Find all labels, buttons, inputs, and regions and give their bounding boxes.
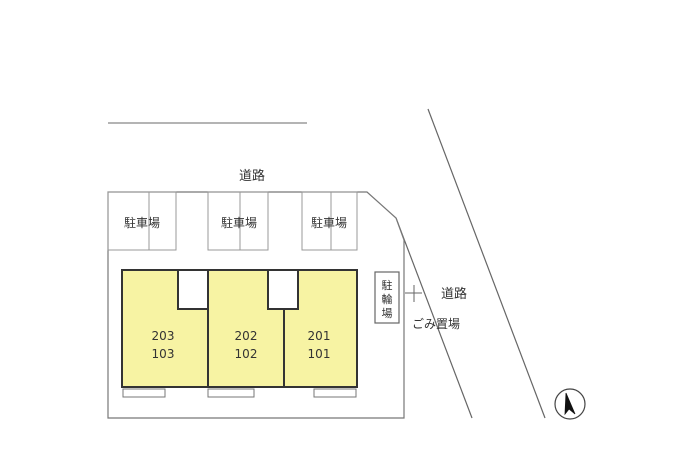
unit-label-102: 102 — [235, 347, 258, 361]
road-label-top: 道路 — [239, 168, 265, 184]
entry-step-1 — [122, 388, 166, 398]
parking-label-2: 駐車場 — [221, 215, 257, 230]
notch-2 — [267, 269, 299, 310]
garbage-area-marker — [405, 285, 422, 302]
parking-label-1: 駐車場 — [124, 215, 160, 230]
bicycle-label-2: 輪 — [382, 292, 393, 306]
notch-1 — [177, 269, 209, 310]
entry-step-2 — [207, 388, 255, 398]
parking-label-3: 駐車場 — [311, 215, 347, 230]
road-label-right: 道路 — [441, 286, 467, 302]
north-arrow-icon — [554, 388, 586, 420]
road-edge-right — [395, 217, 473, 419]
building — [121, 269, 358, 388]
bicycle-parking: 駐 輪 場 — [374, 271, 400, 324]
bicycle-label-1: 駐 — [382, 278, 393, 292]
parking-area-3: 駐車場 — [301, 191, 358, 251]
entry-step-3 — [313, 388, 357, 398]
unit-label-203: 203 — [152, 329, 175, 343]
unit-label-202: 202 — [235, 329, 258, 343]
parking-area-2: 駐車場 — [207, 191, 269, 251]
unit-label-201: 201 — [308, 329, 331, 343]
road-edge-left — [427, 108, 546, 419]
bicycle-label-3: 場 — [382, 307, 393, 320]
unit-label-103: 103 — [152, 347, 175, 361]
parking-area-1: 駐車場 — [107, 191, 177, 251]
unit-label-101: 101 — [308, 347, 331, 361]
garbage-label: ごみ置場 — [412, 316, 460, 331]
